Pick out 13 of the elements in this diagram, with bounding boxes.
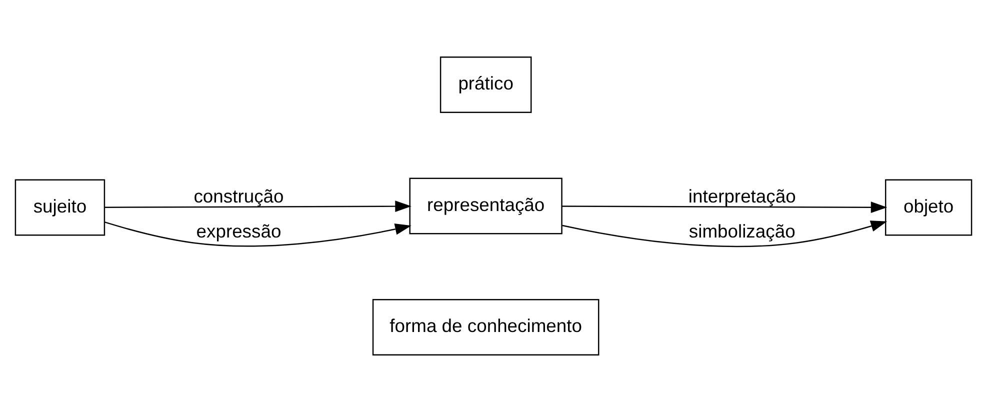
node-box: representação: [409, 178, 562, 234]
node-box: forma de conhecimento: [372, 299, 600, 356]
edge-label: simbolização: [688, 220, 796, 242]
node-box: prático: [440, 56, 532, 113]
arrow: [562, 202, 888, 214]
arrow: [562, 220, 888, 248]
node-box: sujeito: [14, 179, 106, 236]
arrow: [104, 222, 412, 247]
edge-label: interpretação: [688, 185, 796, 206]
edge-label: expressão: [196, 220, 282, 242]
arrow: [104, 200, 412, 212]
edge-label: construção: [194, 185, 284, 206]
node-box: objeto: [885, 179, 972, 236]
